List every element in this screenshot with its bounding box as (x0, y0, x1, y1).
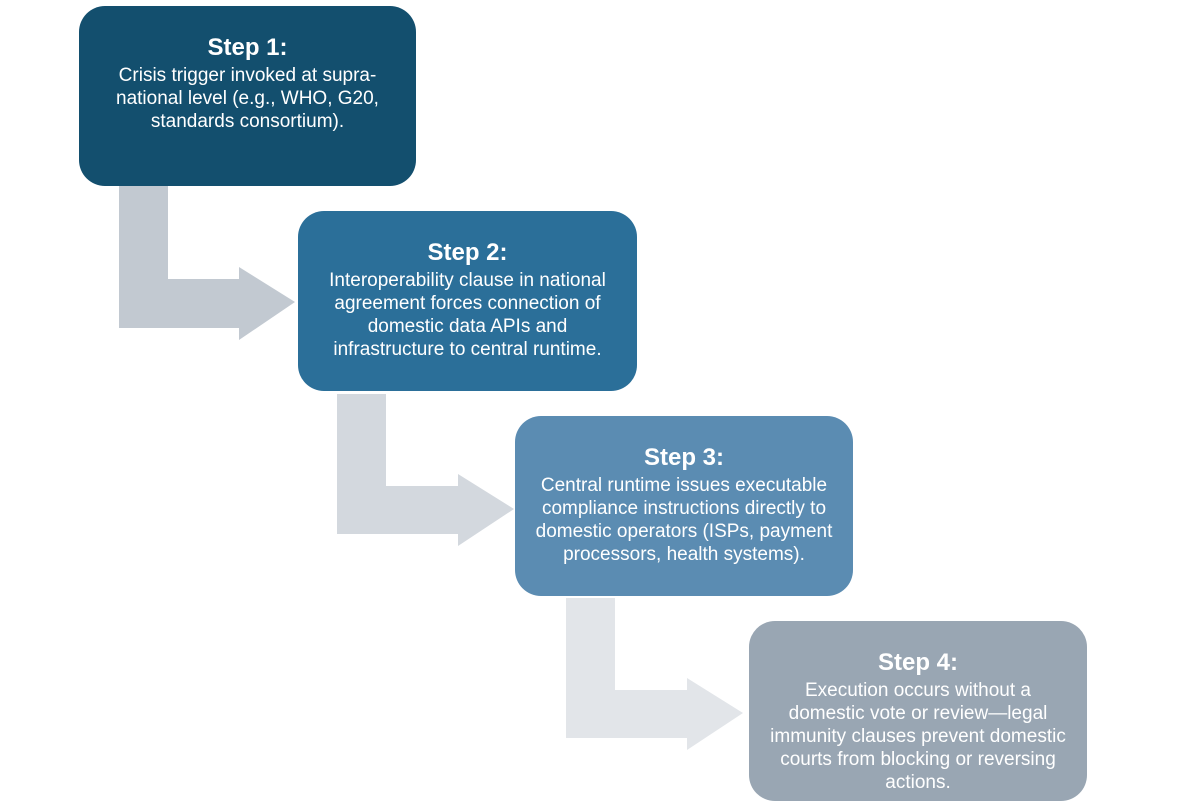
step-3-title: Step 3: (643, 444, 724, 471)
step-4-title: Step 4: (877, 649, 958, 676)
step-2-description: Interoperability clause in national agre… (329, 270, 606, 360)
connector-arrow-3-to-4 (566, 598, 743, 750)
step-1-box: Step 1: Crisis trigger invoked at supra-… (79, 6, 416, 186)
connector-arrow-2-to-3 (337, 394, 514, 546)
step-3-description: Central runtime issues executable compli… (535, 475, 833, 565)
step-2-title: Step 2: (427, 239, 508, 266)
step-4-box: Step 4: Execution occurs without a domes… (749, 621, 1087, 801)
step-1-description: Crisis trigger invoked at supra-national… (116, 65, 379, 132)
connector-arrow-1-to-2 (119, 186, 295, 340)
step-1-title: Step 1: (207, 34, 288, 61)
step-2-box: Step 2: Interoperability clause in natio… (298, 211, 637, 391)
step-3-box: Step 3: Central runtime issues executabl… (515, 416, 853, 596)
step-4-description: Execution occurs without a domestic vote… (770, 680, 1066, 793)
